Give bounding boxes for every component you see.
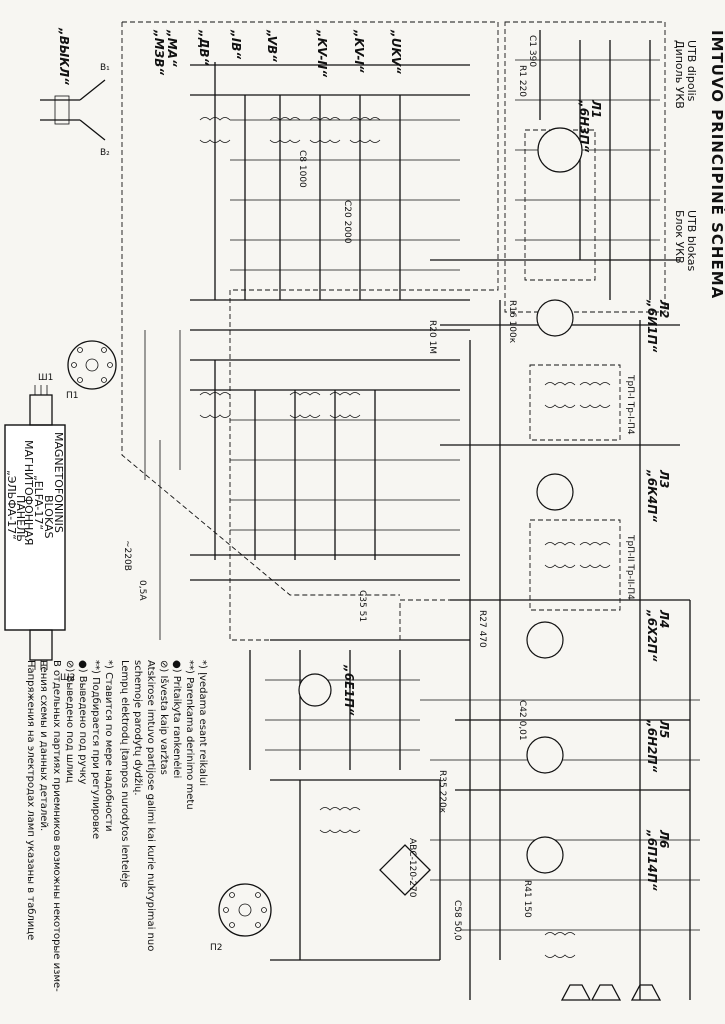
header-dipol-ukv: Диполь УКВ (673, 40, 686, 109)
tube-L1 (537, 127, 583, 173)
coil-array (199, 117, 611, 958)
legend-line: **) Parenkama derinimo metu (184, 660, 195, 810)
tube-label-L4: Л4 (657, 609, 671, 628)
part-c20: C20 2000 (342, 200, 352, 244)
tube-type-L4: „6Х2П“ (645, 609, 659, 662)
part-c35: C35 51 (357, 590, 367, 622)
legend-line: ⊘) Выведено под шлиц (64, 660, 75, 783)
rectifier-label: АВС-120-270 (407, 838, 417, 898)
tube-label-L1: Л1 (589, 99, 603, 118)
ukv-block-outline (504, 21, 666, 313)
power-switch: В₁ В₂ (40, 63, 110, 158)
tube-label-L6: Л6 (657, 829, 671, 848)
part-r35: R35 220к (437, 770, 447, 814)
tube-L4 (526, 621, 564, 659)
legend-line: Напряжения на электродах ламп указаны в … (25, 660, 36, 940)
tube-L3 (536, 473, 574, 511)
tube-type-6E1P: „6Е1П“ (342, 664, 356, 716)
legend-line: Lempų elektrodų įtampos nurodytos lentel… (119, 660, 130, 888)
part-r16: R16 100к (507, 300, 517, 344)
band-labels: „UKV“ „KV-I“ „KV-II“ „VB“ „IB“ „ДВ“ „MA“… (57, 27, 403, 85)
legend-line: Atskirose imtuvo partijose galimi kai ku… (145, 660, 156, 951)
legend-line: *) Ставится по мере надобности (103, 660, 114, 831)
tube-label-L3: Л3 (657, 469, 671, 488)
legend-line: ●) Pritaikyta rankenėlei (171, 660, 182, 778)
legend-line: В отдельных партиях приемников возможны … (51, 660, 62, 992)
switch-label-w1: В₁ (100, 63, 110, 73)
part-c58: C58 50,0 (452, 900, 462, 941)
legend-line: schemoje parodytų dydžių. (132, 660, 144, 796)
band-label-vykl: „ВЫКЛ“ (57, 27, 71, 85)
band-label-vb: „VB“ (265, 29, 279, 62)
header-utb-blokas: UTB blokas (685, 210, 698, 271)
band-label-kv1: „KV-I“ (352, 29, 366, 73)
band-label-dv: „ДВ“ (197, 29, 211, 66)
part-c1: C1 390 (527, 35, 537, 67)
part-c42: C42 0,01 (517, 700, 527, 741)
plug-label-sh2: Ш2 (60, 673, 75, 683)
tube-L2 (536, 299, 574, 337)
if-transformer-2-outline (529, 519, 621, 611)
magnetofon-line-1: MAGNETOFONINIS (52, 432, 65, 533)
transformer-label-2: ТрП-II Тр-II-П4 (625, 534, 635, 600)
tube-6E1P (298, 673, 332, 707)
magnetofon-line-2: BLOKAS (42, 495, 55, 538)
tube-label-L2: Л2 (657, 299, 671, 318)
part-c8: C8 1000 (297, 150, 307, 188)
socket-p2: П2 (210, 883, 272, 953)
part-r20: R20 1М (427, 320, 437, 354)
wiring (144, 30, 700, 1000)
fuse-label: 0,5А (137, 580, 147, 601)
magnetofon-line-4: МАГНИТОФОННАЯ (22, 440, 35, 545)
tube-L5 (526, 736, 564, 774)
band-label-ma: „MA“ (165, 29, 179, 67)
tube-L6 (526, 836, 564, 874)
magnetofon-block: MAGNETOFONINIS BLOKAS „ELFA-17“ МАГНИТОФ… (4, 385, 66, 670)
part-labels: C1 390 R1 220 C8 1000 R16 100к C20 2000 … (297, 35, 537, 941)
legend: *) Įvedama esant reikalui **) Parenkama … (25, 660, 208, 992)
band-switch-outline (121, 21, 499, 641)
magnetofon-line-5: ПАНЕЛЬ (14, 495, 27, 542)
band-label-kv2: „KV-II“ (315, 29, 329, 77)
socket-p2-label: П2 (210, 943, 223, 953)
tube-type-L3: „6К4П“ (645, 469, 659, 522)
tube-type-L1: „6Н3П“ (577, 99, 591, 153)
switch-label-w2: В₂ (100, 148, 110, 158)
band-label-ib: „IB“ (229, 29, 243, 59)
plug-label-sh1: Ш1 (38, 373, 53, 383)
band-label-mzv: „МЗВ“ (152, 29, 166, 75)
if-transformer-1-outline (529, 364, 621, 441)
part-r1: R1 220 (517, 65, 527, 97)
socket-p1: П1 (66, 340, 117, 401)
transformer-label-1: ТрП-I Тр-I-П4 (625, 374, 635, 435)
part-r27: R27 470 (477, 610, 487, 648)
tube-type-L2: „6И1П“ (645, 299, 659, 353)
tube-label-L5: Л5 (657, 719, 671, 738)
header-blok-ukv: Блок УКВ (673, 210, 686, 264)
socket-p1-label: П1 (66, 391, 79, 401)
band-label-ukv: „UKV“ (389, 29, 403, 74)
tubes (298, 127, 583, 874)
rectifier-bridge (379, 844, 431, 896)
tube-type-L6: „6П14П“ (645, 829, 659, 891)
header-utb-dipolis: UTB dipolis (685, 40, 698, 102)
legend-line: *) Įvedama esant reikalui (197, 660, 208, 786)
mains-voltage-label: ~220В (122, 540, 132, 571)
legend-line: **) Подбирается при регулировке (90, 660, 101, 839)
legend-line: нения схемы и данных деталей. (38, 660, 49, 831)
part-r41: R41 150 (522, 880, 532, 918)
tube-type-L5: „6Н2П“ (645, 719, 659, 773)
loudspeakers (560, 984, 662, 1001)
magnetofon-line-6: „ЭЛЬФА-17“ (5, 470, 18, 540)
legend-line: ●) Выведено под ручку (77, 660, 88, 784)
legend-line: ⊘) Išvesta kaip varžtas (158, 660, 170, 775)
page-title: IMTUVO PRINCIPINĖ SCHEMA (708, 30, 725, 299)
magnetofon-line-3: „ELFA-17“ (32, 475, 45, 530)
